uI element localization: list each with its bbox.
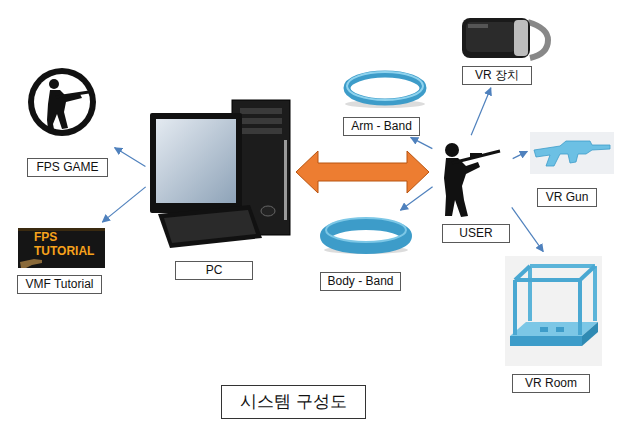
- fps-game-icon: [49, 79, 59, 89]
- connector-arrow: [471, 88, 491, 135]
- body-band-illustration: [324, 218, 408, 254]
- vr-room-illustration: [513, 280, 517, 335]
- vr-room-illustration: [510, 336, 582, 346]
- device-node: VR Gun: [530, 130, 616, 207]
- pc-illustration: [240, 118, 282, 124]
- fps-game-icon: [56, 92, 89, 97]
- device-node: USER: [435, 138, 510, 243]
- vr-gun-illustration: [530, 132, 614, 174]
- vr-room-illustration: [515, 278, 580, 282]
- label-box: FPS GAME: [27, 158, 108, 177]
- vr-headset-illustration: [528, 22, 548, 58]
- arm-band-illustration: [347, 72, 423, 100]
- user-silhouette: [445, 143, 459, 157]
- tutorial-image: [18, 228, 105, 268]
- vr-room-illustration: [530, 264, 595, 268]
- pc-illustration: [158, 205, 262, 248]
- connector-arrow: [115, 148, 146, 167]
- label-box: Body - Band: [320, 272, 401, 291]
- vr-headset-illustration: [466, 22, 516, 52]
- connector-arrow: [512, 207, 544, 251]
- pc-illustration: [156, 119, 236, 203]
- node-label: USER: [449, 225, 503, 242]
- device-node: VMF Tutorial: [14, 224, 108, 294]
- connector-arrow: [400, 187, 432, 210]
- device-node: Arm - Band: [343, 64, 425, 136]
- vr-room-illustration: [528, 266, 532, 321]
- label-box: USER: [442, 224, 510, 243]
- pc-illustration: [261, 206, 275, 216]
- vr-room-illustration: [540, 327, 548, 332]
- body-band-illustration: [326, 218, 406, 242]
- label-box: PC: [175, 261, 253, 280]
- pc-illustration: [164, 210, 256, 243]
- node-label: VR Room: [519, 375, 583, 392]
- fps-game-icon: [34, 74, 90, 130]
- connector-arrow: [411, 137, 433, 148]
- vr-room-illustration: [556, 327, 564, 332]
- node-label: PC: [182, 262, 246, 279]
- label-box: VMF Tutorial: [17, 275, 102, 294]
- arm-band-illustration: [347, 74, 423, 102]
- user-silhouette: [444, 143, 500, 217]
- device-node: VR Room: [500, 254, 604, 393]
- vr-room-illustration: [515, 266, 595, 335]
- node-label: FPS GAME: [34, 159, 101, 176]
- pc-illustration: [240, 128, 282, 134]
- data-exchange-arrow: [296, 151, 429, 193]
- vr-room-illustration: [578, 280, 582, 335]
- device-node: VR 장치: [458, 10, 552, 85]
- tutorial-image: [18, 228, 105, 268]
- node-label: Arm - Band: [350, 118, 413, 135]
- label-box: VR 장치: [462, 66, 532, 85]
- vr-headset-illustration: [468, 24, 488, 28]
- device-node: FPS GAME: [22, 66, 112, 177]
- pc-illustration: [284, 140, 287, 220]
- diagram-caption: 시스템 구성도: [221, 385, 366, 419]
- fps-game-icon: [28, 68, 96, 136]
- vr-headset-illustration: [514, 20, 528, 56]
- device-node: Body - Band: [318, 212, 412, 291]
- vr-room-illustration: [530, 266, 595, 321]
- body-band-illustration: [326, 224, 406, 248]
- pc-illustration: [240, 108, 282, 114]
- vr-room-illustration: [515, 266, 530, 280]
- label-box: VR Room: [512, 374, 590, 393]
- user-silhouette: [470, 153, 482, 157]
- vr-room-illustration: [505, 256, 602, 366]
- node-label: VMF Tutorial: [24, 276, 95, 293]
- vr-room-illustration: [593, 266, 597, 321]
- node-label: VR 장치: [469, 67, 525, 84]
- vr-gun-illustration: [530, 132, 614, 174]
- device-node: PC: [148, 100, 290, 280]
- vr-headset-illustration: [462, 18, 548, 58]
- vr-gun-illustration: [534, 141, 610, 166]
- node-label: VR Gun: [544, 189, 590, 206]
- arm-band-illustration: [345, 72, 425, 108]
- pc-illustration: [150, 100, 290, 248]
- tutorial-image: [18, 228, 105, 231]
- pc-illustration: [150, 113, 242, 213]
- label-box: VR Gun: [537, 188, 597, 207]
- vr-headset-illustration: [462, 18, 530, 58]
- vr-room-illustration: [582, 322, 598, 346]
- vr-room-illustration: [580, 266, 595, 280]
- image-text: FPS TUTORIAL: [34, 230, 104, 258]
- connector-arrow: [513, 151, 528, 158]
- label-box: Arm - Band: [343, 117, 420, 136]
- vr-room-illustration: [505, 256, 602, 366]
- node-label: Body - Band: [327, 273, 394, 290]
- tutorial-image: [20, 259, 42, 268]
- fps-game-icon: [28, 68, 96, 136]
- connector-arrow: [102, 187, 145, 222]
- user-silhouette: [444, 158, 480, 217]
- user-silhouette: [452, 151, 500, 163]
